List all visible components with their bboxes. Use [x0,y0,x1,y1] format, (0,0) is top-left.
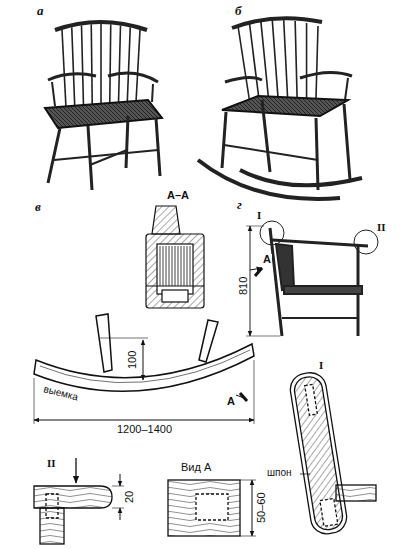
windsor-armchair [45,22,162,190]
groove [175,246,176,286]
callout-number: II [46,458,57,469]
rocker-runner [34,268,262,424]
spindle [306,23,308,99]
spindle [62,30,66,108]
chair-side-view [246,221,378,336]
dimension: 1200–1400 [116,424,173,435]
spindle [136,30,140,102]
groove [181,246,182,286]
detail-ii [34,458,124,544]
groove [163,246,164,286]
spindle [238,26,250,104]
spindle [72,27,75,107]
groove [184,246,185,286]
spindle [295,21,297,100]
view-letter: б [234,4,243,17]
section-aa [146,206,204,308]
spindle [284,20,288,100]
groove [187,246,188,286]
dimension: 50–60 [256,491,267,524]
spindle [100,24,102,105]
dimension: 100 [127,350,138,370]
callout-number: II [376,222,387,233]
section-mark: А [226,396,236,407]
view-letter: г [236,198,243,211]
spindle [91,24,92,105]
view-letter: а [36,4,45,17]
section-mark: А–А [166,190,190,201]
groove [166,246,167,286]
spindle [82,26,84,107]
dimension: 20 [124,490,135,504]
detail-i [288,370,376,536]
spindle [249,23,259,103]
spindle [261,21,269,102]
part-name: шпон [266,468,293,478]
view-a [168,480,256,536]
spindle [119,26,121,104]
spindle [316,26,318,98]
spindle [127,27,130,102]
groove [178,246,179,286]
spindle [272,20,278,101]
view-name: Вид А [180,462,212,473]
spindle [110,24,111,104]
dimension: 810 [238,276,249,296]
groove [172,246,173,286]
section-mark: А [262,254,272,265]
view-letter: в [34,200,42,213]
rocking-chair [198,18,362,199]
groove [169,246,170,286]
callout-number: I [256,210,262,221]
groove [190,246,191,286]
groove [160,246,161,286]
callout-number: I [318,360,324,371]
